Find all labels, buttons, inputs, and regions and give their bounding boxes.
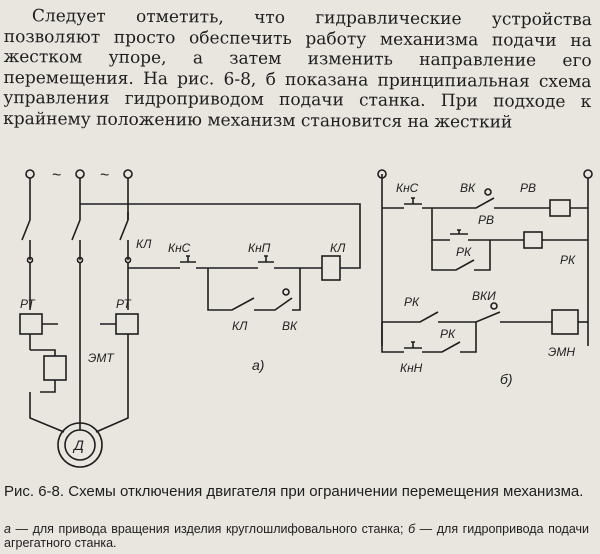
label-vk-a: ВК [282,319,298,333]
label-vk-b: ВК [460,181,476,195]
legend-b-letter: б [408,522,416,536]
kl-coil [321,255,341,281]
motor [57,422,103,468]
label-vki: ВКИ [472,289,496,303]
paragraph-text: Следует отметить, что гидравлические уст… [3,6,592,133]
rv-coil [549,199,571,217]
schema-a-label: а) [252,357,264,373]
label-motor: Д [72,437,84,453]
rt-left [19,313,43,335]
phase-terminal [75,169,85,179]
label-kl-contact: КЛ [232,319,248,333]
label-rt-right: РТ [116,297,132,311]
label-kns-b: КнС [396,181,419,195]
bus-terminal-left [377,169,387,179]
circuit-figure: ~ ~ КнС КнП КЛ КЛ КЛ ВК РТ РТ ЭМТ Д а) К… [19,167,593,468]
rk-coil [523,231,543,249]
figure-caption: Рис. 6-8. Схемы отключения двигателя при… [4,483,584,500]
label-rt-left: РТ [20,297,36,311]
rt-right [115,313,139,335]
label-rk-contact-2: РК [404,295,420,309]
label-rk-contact-3: РК [440,327,456,341]
schema-b-label: б) [500,371,513,387]
legend-b-text: — для гидропривода подачи агрегатного ст… [4,522,590,550]
label-knp: КнП [248,241,271,255]
label-kl-coil: КЛ [330,241,346,255]
bus-terminal-right [583,169,593,179]
label-rk-coil: РК [560,253,576,267]
label-kl-main: КЛ [136,237,152,251]
label-kns-a: КнС [168,241,191,255]
label-rv-contact: РВ [478,213,494,227]
label-emn: ЭМН [548,345,575,359]
figure-legend: а — для привода вращения изделия круглош… [4,522,589,550]
emn-coil [551,309,579,335]
emt-coil [43,355,67,381]
legend-a-text: — для привода вращения изделия круглошли… [10,522,409,536]
label-emt: ЭМТ [88,351,115,365]
label-knn: КнН [400,361,423,375]
phase-terminal [25,169,35,179]
legend-a-letter: а [4,522,11,536]
phase-terminal [123,169,133,179]
phase-symbol: ~ [100,167,109,184]
body-paragraph: Следует отметить, что гидравлические уст… [3,6,592,134]
label-rv-coil: РВ [520,181,536,195]
phase-symbol: ~ [52,167,61,184]
label-rk-contact-1: РК [456,245,472,259]
